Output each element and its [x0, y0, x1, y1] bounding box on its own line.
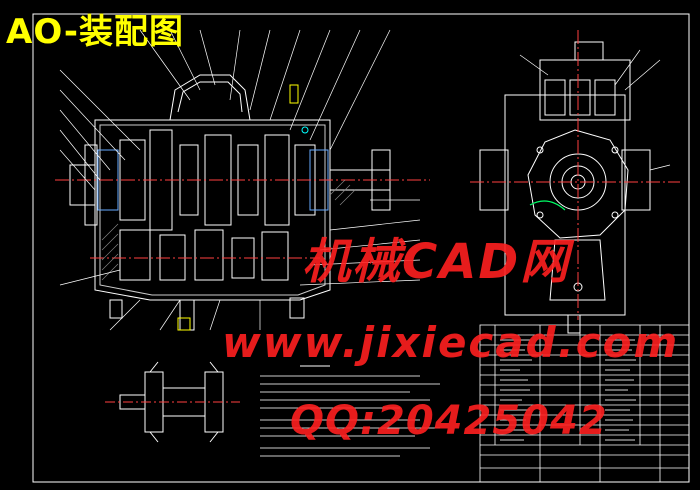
- technical-requirements: [260, 365, 440, 457]
- section-hatching: [101, 179, 356, 281]
- watermark-site-name: 机械CAD网: [302, 234, 571, 290]
- parts-list-table: [479, 324, 690, 483]
- watermark-qq: QQ:20425042: [290, 398, 608, 444]
- drawing-border: [32, 13, 690, 483]
- detail-view: [119, 361, 224, 443]
- watermark-url: www.jixiecad.com: [222, 318, 680, 367]
- colored-accents: [177, 84, 309, 331]
- part-leader-lines: [59, 29, 421, 331]
- side-view-leader-lines: [519, 49, 671, 171]
- parts-list-text-marks: [500, 339, 636, 441]
- drawing-title: AO-装配图: [6, 12, 184, 52]
- side-view-green-mark: [529, 200, 566, 211]
